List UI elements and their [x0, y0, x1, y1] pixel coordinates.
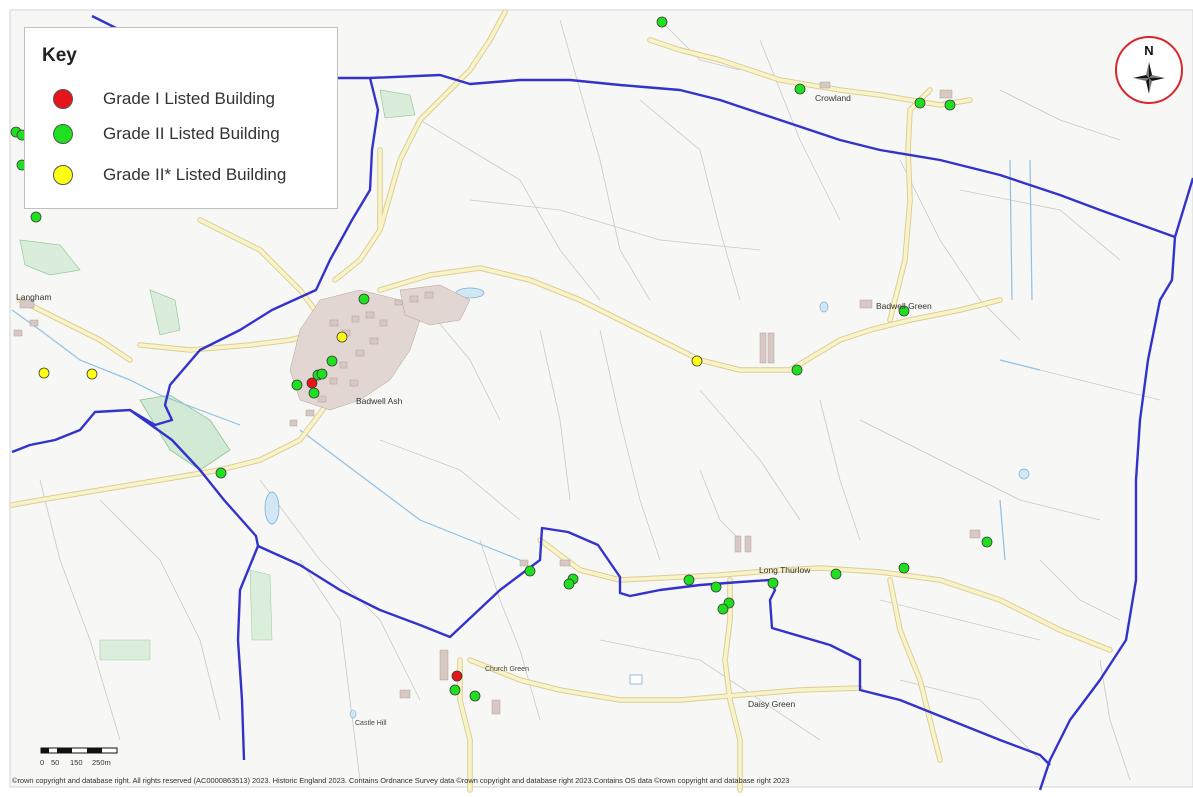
legend-item-grade-ii-star: Grade II* Listed Building: [53, 162, 286, 188]
map-legend: Key Grade I Listed Building Grade II Lis…: [24, 27, 338, 209]
green-areas: [19, 89, 1030, 719]
grade-ii-marker: [830, 568, 842, 580]
legend-label-grade-ii-star: Grade II* Listed Building: [103, 165, 287, 184]
grade-i-markers: [306, 377, 463, 682]
legend-item-grade-ii: Grade II Listed Building: [53, 121, 280, 147]
grade-i-swatch: [53, 89, 73, 109]
grade-i-marker: [306, 377, 318, 389]
grade-ii-marker: [316, 368, 328, 380]
place-church-green: Church Green: [485, 666, 529, 673]
grade-ii-marker: [683, 574, 695, 586]
grade-ii-marker: [944, 99, 956, 111]
built-up-areas: [13, 81, 981, 715]
legend-label-grade-ii: Grade II Listed Building: [103, 124, 280, 143]
grade-ii-marker: [469, 690, 481, 702]
place-daisy-green: Daisy Green: [748, 699, 796, 709]
grade-ii-star-swatch: [53, 165, 73, 185]
grade-ii-marker: [449, 684, 461, 696]
place-langham: Langham: [16, 292, 52, 302]
scale-label-150: 150: [70, 758, 83, 767]
grade-ii-marker: [794, 83, 806, 95]
grade-ii-marker: [914, 97, 926, 109]
grade-ii-marker: [710, 581, 722, 593]
scale-label-0: 0: [40, 758, 45, 767]
place-badwell-ash: Badwell Ash: [356, 396, 403, 406]
grade-ii-marker: [215, 467, 227, 479]
grade-ii-markers: [10, 16, 993, 702]
water-courses: [11, 159, 1041, 561]
grade-ii-marker: [326, 355, 338, 367]
grade-ii-marker: [981, 536, 993, 548]
legend-label-grade-i: Grade I Listed Building: [103, 89, 275, 108]
grade-ii-star-marker: [38, 367, 50, 379]
place-long-thurlow: Long Thurlow: [759, 565, 811, 575]
grade-ii-star-marker: [86, 368, 98, 380]
grade-i-marker: [451, 670, 463, 682]
roads: [9, 9, 1113, 793]
legend-item-grade-i: Grade I Listed Building: [53, 86, 275, 112]
grade-ii-swatch: [53, 124, 73, 144]
grade-ii-marker: [656, 16, 668, 28]
grade-ii-marker: [308, 387, 320, 399]
scale-bar: 0 50 150 250m: [40, 745, 120, 769]
north-arrow-icon: N: [1115, 36, 1183, 104]
scale-label-250: 250m: [92, 758, 111, 767]
grade-ii-marker: [791, 364, 803, 376]
grade-ii-marker: [563, 578, 575, 590]
scale-label-50: 50: [51, 758, 60, 767]
place-crowland: Crowland: [815, 93, 851, 103]
place-castle-hill: Castle Hill: [355, 720, 387, 727]
grade-ii-marker: [30, 211, 42, 223]
scale-bar-graphic: [40, 747, 118, 754]
place-badwell-green: Badwell Green: [876, 301, 932, 311]
grade-ii-marker: [717, 603, 729, 615]
grade-ii-marker: [898, 562, 910, 574]
copyright-notice: ©rown copyright and database right. All …: [12, 776, 790, 785]
grade-ii-star-markers: [38, 331, 703, 380]
grade-ii-marker: [898, 305, 910, 317]
grade-ii-star-marker: [336, 331, 348, 343]
grade-ii-marker: [524, 565, 536, 577]
grade-ii-marker: [358, 293, 370, 305]
grade-ii-marker: [291, 379, 303, 391]
north-label: N: [1144, 43, 1153, 58]
grade-ii-marker: [767, 577, 779, 589]
legend-title: Key: [42, 45, 77, 66]
grade-ii-star-marker: [691, 355, 703, 367]
